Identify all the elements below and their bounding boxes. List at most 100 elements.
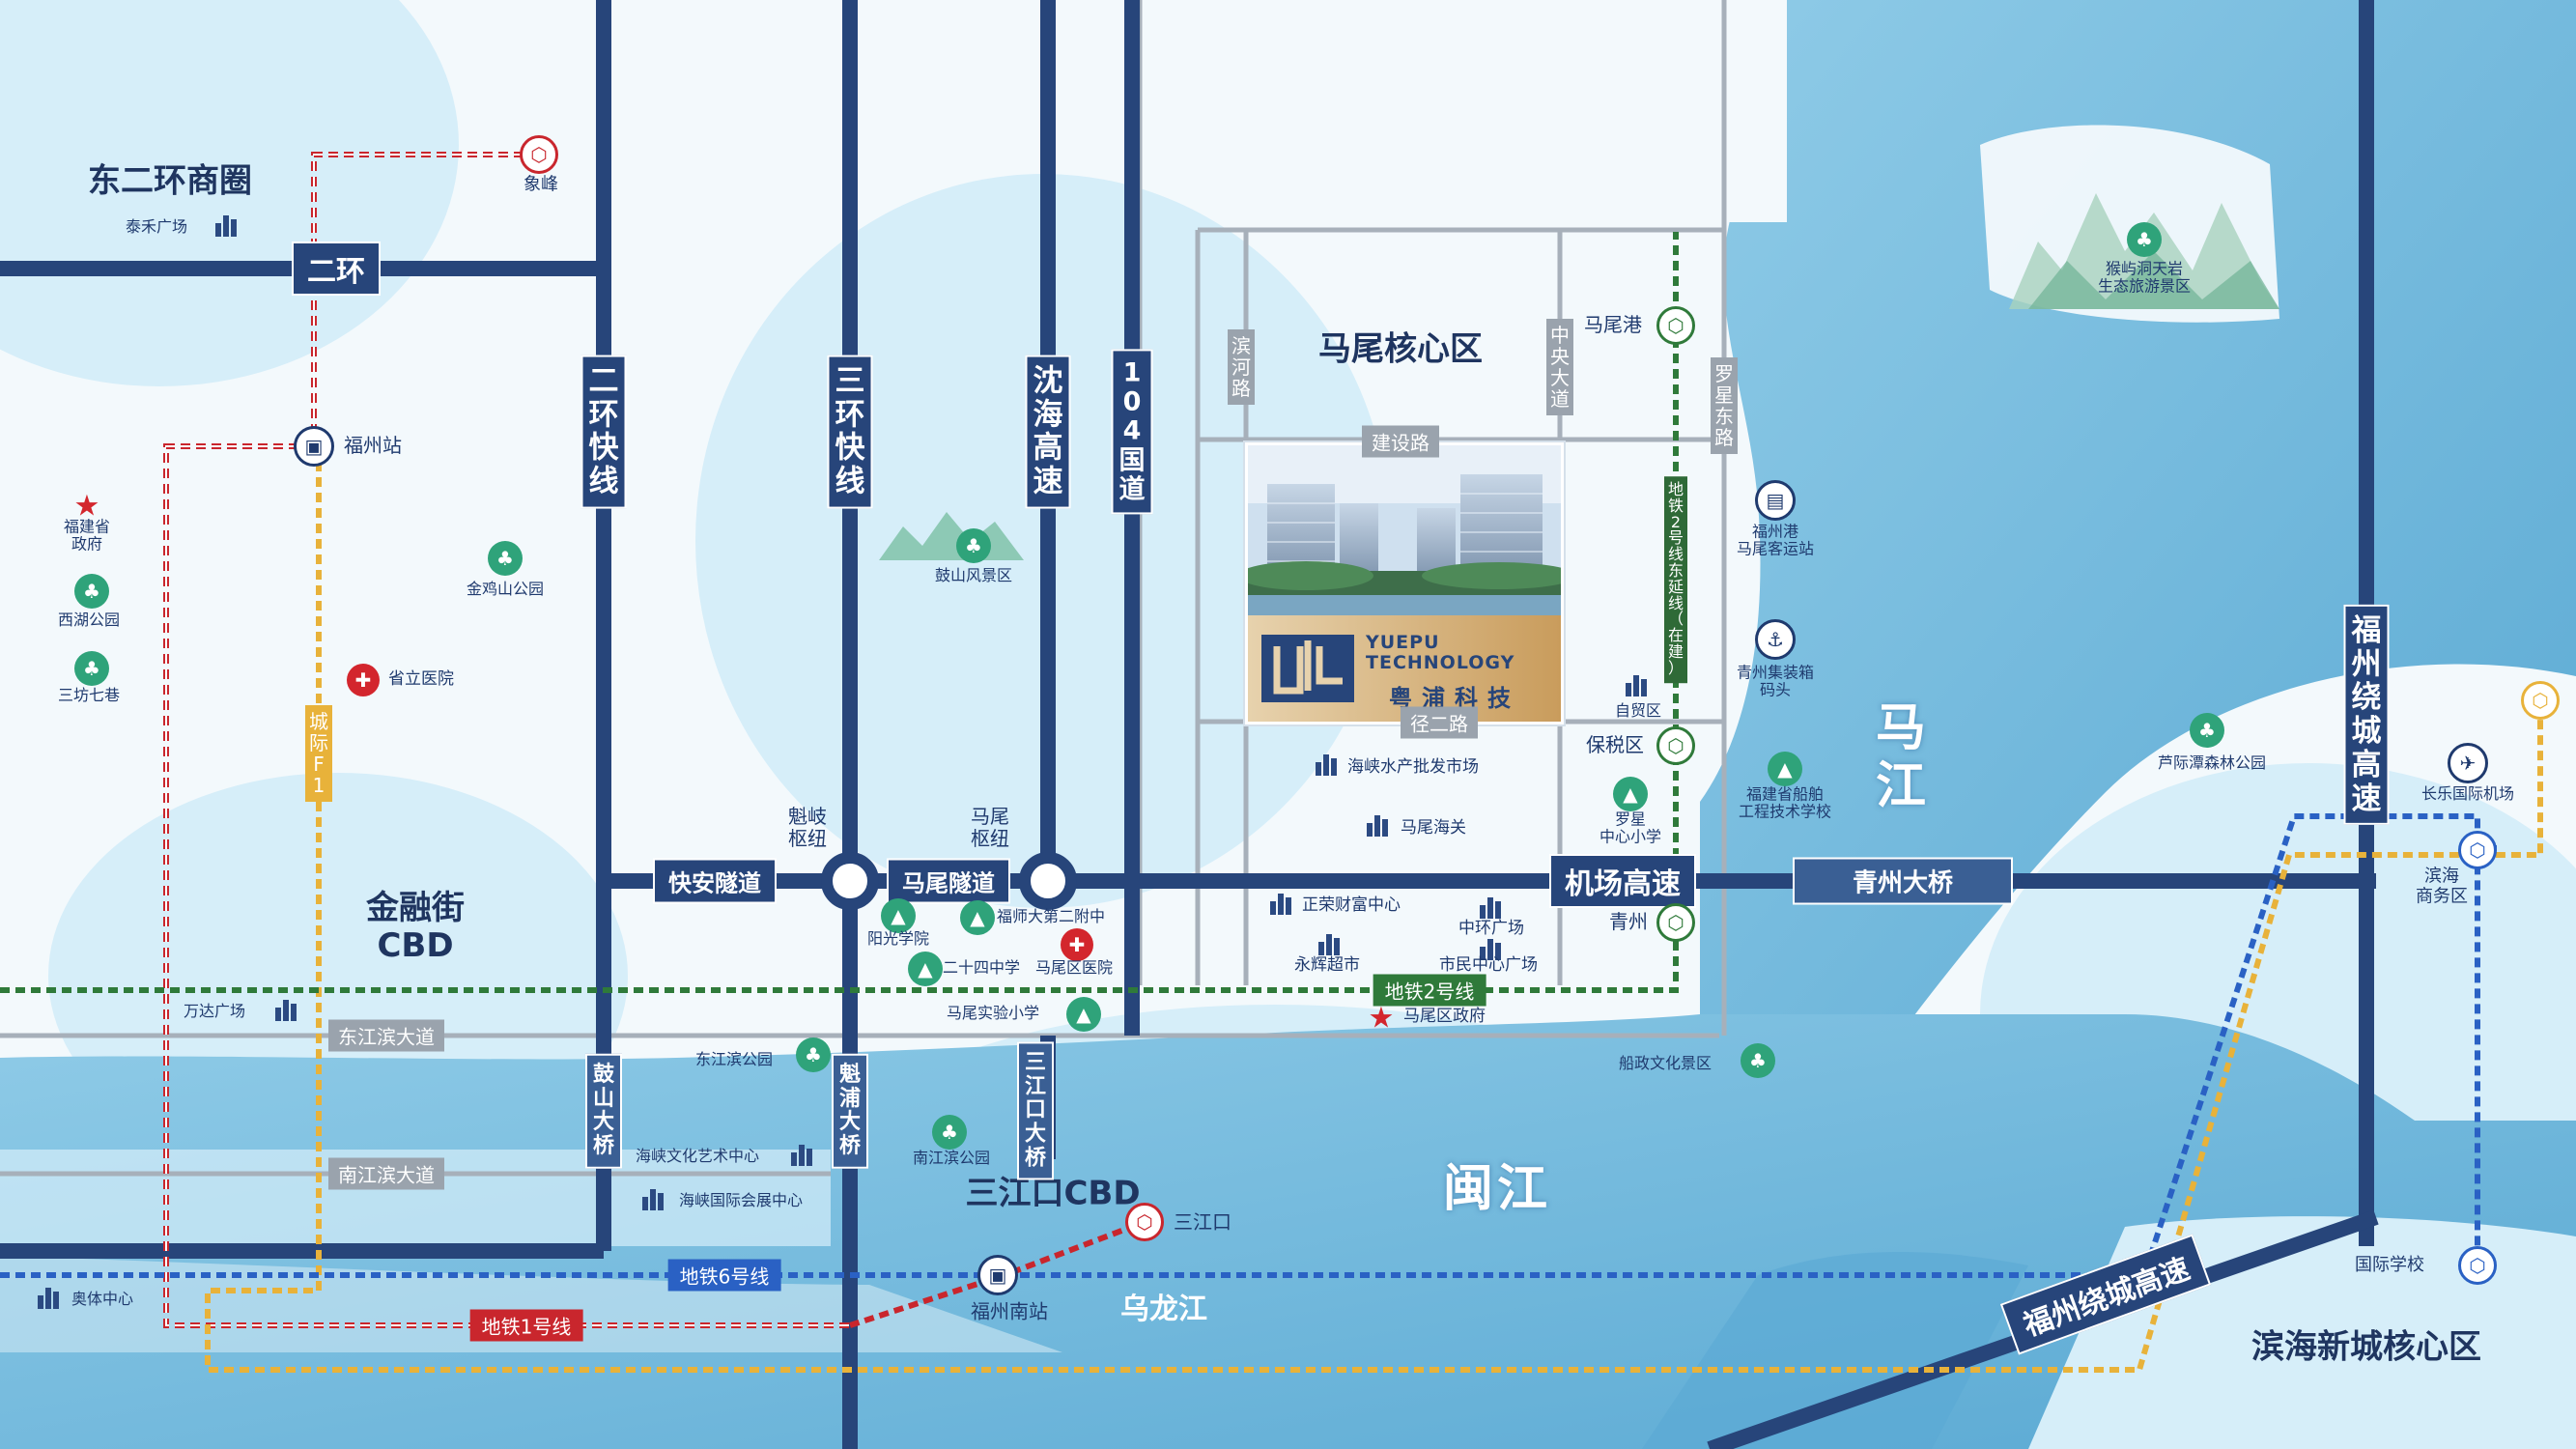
road-zhongyang-dadao: 中 央 大 道 — [1546, 319, 1573, 415]
poi-changle-jichang: 长乐国际机场 — [2420, 783, 2515, 803]
metro-line6-label: 地铁6号线 — [667, 1259, 781, 1292]
building-icon — [1314, 754, 1343, 776]
train-station-icon[interactable]: ▣ — [977, 1255, 1018, 1295]
station-maweigang: 马尾港 — [1584, 313, 1642, 336]
district-mawei-core: 马尾核心区 — [1318, 329, 1483, 369]
road-erhuan: 二环 — [292, 242, 381, 296]
building-icon — [1478, 897, 1507, 919]
poi-shengli-yiyuan: 省立医院 — [388, 669, 454, 689]
poi-shimin-zhongxin: 市民中心广场 — [1439, 955, 1538, 975]
building-icon — [1624, 675, 1653, 696]
park-icon: ♣ — [488, 541, 523, 576]
metro-line2-label: 地铁2号线 — [1373, 974, 1486, 1007]
poi-aoti: 奥体中心 — [71, 1290, 134, 1308]
poi-mawei-zhengfu: 马尾区政府 — [1403, 1007, 1486, 1026]
road-mawei-suidao: 马尾隧道 — [887, 858, 1010, 904]
park-icon: ♣ — [932, 1115, 967, 1150]
poi-yonghui: 永辉超市 — [1294, 955, 1360, 975]
station-fuzhou-zhan: 福州站 — [344, 434, 402, 457]
road-qingzhou-daqiao: 青州大桥 — [1792, 857, 2014, 905]
road-kuipu-daqiao: 魁 浦 大 桥 — [831, 1053, 869, 1169]
wulongjiang-water — [1642, 1252, 2028, 1449]
poi-qingzhou-matou: 青州集装箱 码头 — [1736, 663, 1815, 699]
park-icon: ♣ — [1741, 1043, 1775, 1078]
building-icon — [1365, 815, 1394, 837]
school-icon: ▲ — [908, 952, 943, 986]
station-qingzhou: 青州 — [1609, 910, 1648, 933]
poi-dongjiangbin-park: 东江滨公园 — [695, 1050, 774, 1068]
school-icon: ▲ — [1768, 752, 1802, 786]
building-icon — [213, 215, 242, 237]
metro-station-icon[interactable]: ⬡ — [2521, 681, 2560, 720]
district-dongerhuan: 东二环商圈 — [88, 161, 252, 201]
poi-nanjiangbin-park: 南江滨公园 — [912, 1148, 991, 1167]
road-mawei-shuniu: 马尾 枢纽 — [971, 805, 1009, 850]
road-jichang-gaosu: 机场高速 — [1549, 854, 1696, 908]
poi-sanfang: 三坊七巷 — [57, 685, 121, 704]
anchor-icon: ⚓ — [1755, 619, 1796, 660]
metro-line2-ext-label: 地 铁 2 号 线 东 延 线 （ 在 建 ） — [1664, 476, 1687, 683]
metro-station-icon[interactable]: ⬡ — [1656, 726, 1695, 765]
metro-station-icon[interactable]: ⬡ — [520, 135, 558, 174]
building-icon — [1268, 894, 1297, 915]
government-star-icon: ★ — [73, 489, 100, 524]
metro-station-icon[interactable]: ⬡ — [1656, 306, 1695, 345]
poi-xihu: 西湖公园 — [57, 610, 121, 629]
park-icon: ♣ — [796, 1037, 831, 1072]
hospital-icon: ✚ — [347, 664, 380, 696]
project-logo-panel: YUEPU TECHNOLOGY 粤浦科技 — [1248, 615, 1561, 722]
station-sanjiangkou: 三江口 — [1174, 1210, 1231, 1234]
poi-chuanzheng: 船政文化景区 — [1619, 1054, 1713, 1072]
poi-chuanbo-xuexiao: 福建省船舶 工程技术学校 — [1738, 784, 1832, 821]
station-guoji-xuexiao: 国际学校 — [2355, 1255, 2424, 1275]
airplane-icon: ✈ — [2448, 743, 2488, 783]
school-icon: ▲ — [960, 900, 995, 935]
poi-ershisi-zhong: 二十四中学 — [943, 958, 1021, 977]
district-binhai-core: 滨海新城核心区 — [2251, 1327, 2481, 1367]
metro-station-icon[interactable]: ⬡ — [1125, 1203, 1164, 1241]
park-icon: ♣ — [2127, 222, 2162, 257]
school-icon: ▲ — [1066, 997, 1101, 1032]
building-icon — [273, 1000, 302, 1021]
district-sanjiangkou-cbd: 三江口CBD — [965, 1174, 1141, 1213]
road-binhe-lu: 滨 河 路 — [1228, 329, 1255, 405]
land-strip — [1729, 0, 1787, 222]
road-luoxing-donglu: 罗 星 东 路 — [1711, 357, 1738, 454]
road-jinger-lu: 径二路 — [1401, 706, 1478, 739]
project-logo-icon — [1261, 635, 1354, 702]
road-sanhuan-kuaixian: 三 环 快 线 — [827, 355, 873, 509]
station-fuzhou-nanzhan: 福州南站 — [971, 1299, 1048, 1323]
poi-zhonghuan: 中环广场 — [1458, 919, 1524, 938]
poi-gushan: 鼓山风景区 — [934, 565, 1013, 584]
metro-station-icon[interactable]: ⬡ — [2458, 831, 2497, 869]
poi-shida-fuzhong: 福师大第二附中 — [997, 907, 1106, 925]
school-icon: ▲ — [1613, 777, 1648, 811]
station-xiangfeng: 象峰 — [524, 174, 558, 195]
river-wulongjiang: 乌龙江 — [1120, 1292, 1207, 1326]
intercity-f1-label: 城 际 F 1 — [305, 705, 332, 802]
road-shenhai-gaosu: 沈 海 高 速 — [1025, 355, 1071, 509]
road-gushan-daqiao: 鼓 山 大 桥 — [584, 1053, 623, 1169]
project-image[interactable]: YUEPU TECHNOLOGY 粤浦科技 — [1245, 442, 1564, 724]
train-station-icon[interactable]: ▣ — [294, 426, 334, 467]
park-icon: ♣ — [74, 574, 109, 609]
station-binhai-shangwu: 滨海 商务区 — [2416, 866, 2468, 906]
poi-luoxing-xiaoxue: 罗星 中心小学 — [1599, 810, 1662, 846]
school-icon: ▲ — [881, 898, 916, 933]
poi-haixia-shuichan: 海峡水产批发市场 — [1347, 757, 1479, 777]
majiang-river — [1700, 0, 2576, 1082]
poi-zhengrong: 正荣财富中心 — [1302, 895, 1401, 915]
poi-wanda: 万达广场 — [184, 1002, 246, 1020]
government-star-icon: ★ — [1368, 1001, 1395, 1036]
metro-station-icon[interactable]: ⬡ — [2458, 1246, 2497, 1285]
road-dongjiang-bindadao: 东江滨大道 — [328, 1019, 444, 1052]
poi-luzhitan: 芦际潭森林公园 — [2157, 753, 2267, 772]
station-baoshuiqu: 保税区 — [1586, 733, 1644, 756]
river-majiang: 马 江 — [1875, 699, 1931, 815]
road-kuiqi-shuniu: 魁岐 枢纽 — [788, 805, 827, 850]
poi-mawei-haiguan: 马尾海关 — [1401, 818, 1466, 838]
park-icon: ♣ — [2190, 713, 2224, 748]
project-name-en: YUEPU TECHNOLOGY — [1366, 632, 1515, 673]
metro-station-icon[interactable]: ⬡ — [1656, 903, 1695, 942]
